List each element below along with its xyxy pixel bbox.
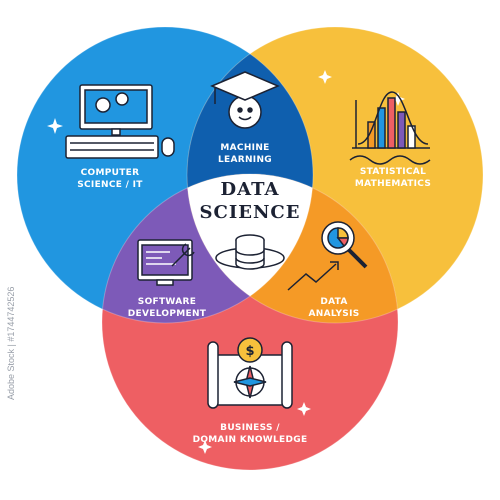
- statistics-label-line2: MATHEMATICS: [355, 179, 431, 189]
- business-label-line2: DOMAIN KNOWLEDGE: [193, 435, 308, 445]
- watermark-side-text: Adobe Stock | #1744742526: [6, 287, 16, 400]
- code-wrench-icon: [137, 239, 195, 286]
- machine-learning-label-line2: LEARNING: [218, 155, 272, 165]
- data-analysis-label-line2: ANALYSIS: [308, 309, 359, 319]
- software-development-label-line2: DEVELOPMENT: [128, 309, 207, 319]
- machine-learning-label-line1: MACHINE: [220, 143, 269, 153]
- statistics-label-line1: STATISTICAL: [360, 167, 426, 177]
- svg-text:$: $: [245, 344, 254, 359]
- bell-curve-chart-icon: [349, 91, 431, 165]
- graduation-cap-gear-icon: [210, 71, 280, 129]
- computer-science-label-line2: SCIENCE / IT: [77, 180, 143, 190]
- computer-icon: [65, 84, 175, 159]
- computer-science-label-line1: COMPUTER: [81, 168, 140, 178]
- map-compass-icon: [207, 341, 293, 409]
- dollar-coin-icon: $: [237, 337, 263, 363]
- data-science-title-line1: DATA: [221, 179, 280, 200]
- sparkle-icons: [47, 70, 405, 454]
- software-development-label-line1: SOFTWARE: [138, 297, 196, 307]
- data-analysis-label-line1: DATA: [320, 297, 347, 307]
- business-label-line1: BUSINESS /: [220, 423, 280, 433]
- magnifier-trend-icon: [287, 221, 368, 291]
- database-icon: [215, 234, 285, 270]
- data-science-title-line2: SCIENCE: [200, 202, 301, 223]
